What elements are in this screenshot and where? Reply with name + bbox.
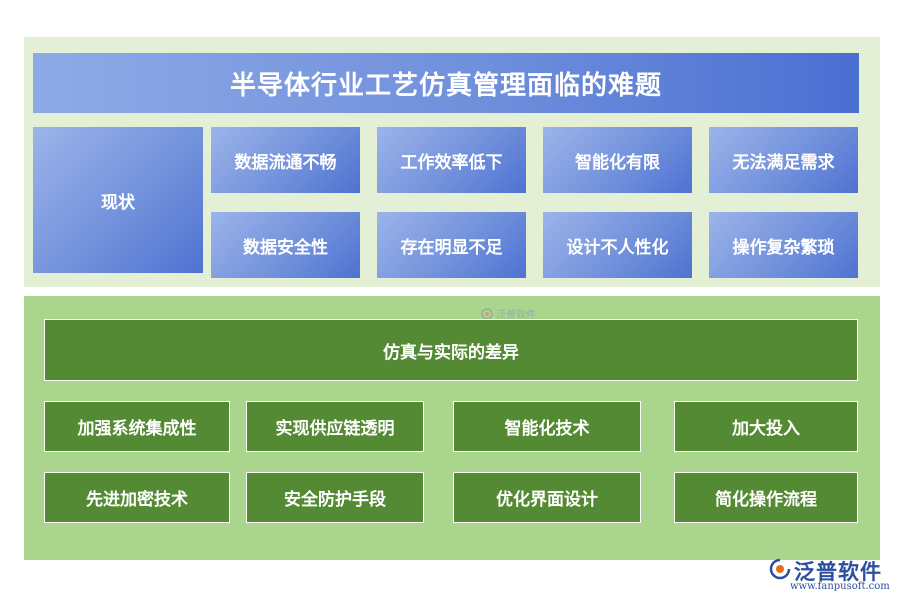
brand-url: www.fanpusoft.com <box>790 581 890 592</box>
issue-cell: 智能化有限 <box>543 127 692 193</box>
solution-cell: 加大投入 <box>674 401 858 452</box>
diagram-title: 半导体行业工艺仿真管理面临的难题 <box>33 53 859 113</box>
issue-cell: 存在明显不足 <box>377 212 526 278</box>
solution-cell: 先进加密技术 <box>44 472 230 523</box>
brand-name: 泛普软件 <box>794 560 882 584</box>
issue-cell: 数据流通不畅 <box>211 127 360 193</box>
solution-cell: 安全防护手段 <box>246 472 424 523</box>
solution-cell: 加强系统集成性 <box>44 401 230 452</box>
watermark-small: 泛普软件 <box>481 306 536 321</box>
issue-cell: 数据安全性 <box>211 212 360 278</box>
brand-logo-icon <box>769 558 791 580</box>
status-box: 现状 <box>33 127 203 273</box>
issue-cell: 工作效率低下 <box>377 127 526 193</box>
issue-cell: 无法满足需求 <box>709 127 858 193</box>
solution-cell: 智能化技术 <box>453 401 641 452</box>
issue-cell: 操作复杂繁琐 <box>709 212 858 278</box>
solution-cell: 简化操作流程 <box>674 472 858 523</box>
watermark-small-text: 泛普软件 <box>496 310 536 321</box>
difference-header: 仿真与实际的差异 <box>44 319 858 381</box>
watermark-logo-icon <box>481 307 493 320</box>
solution-cell: 优化界面设计 <box>453 472 641 523</box>
brand-watermark: 泛普软件 www.fanpusoft.com <box>768 556 892 596</box>
issue-cell: 设计不人性化 <box>543 212 692 278</box>
solution-cell: 实现供应链透明 <box>246 401 424 452</box>
